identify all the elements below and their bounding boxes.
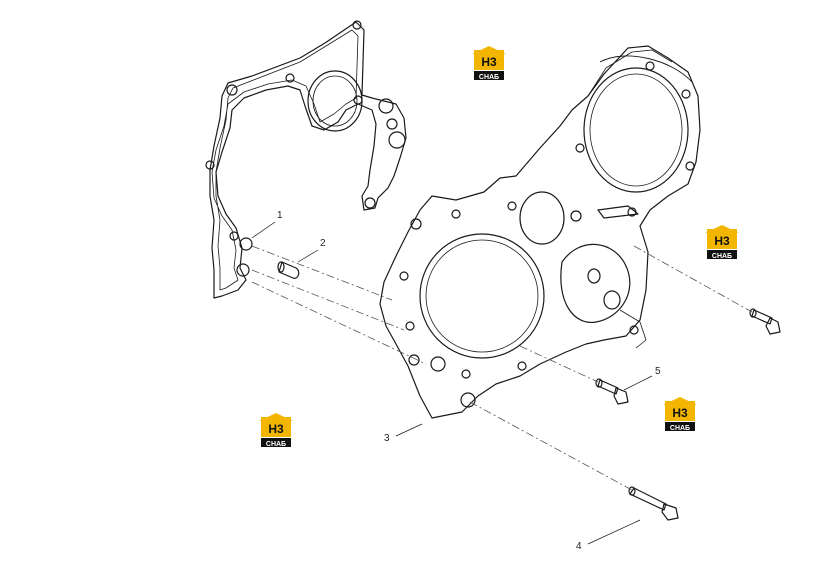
gasket-part-1 <box>205 20 407 299</box>
callout-3: 3 <box>384 433 390 444</box>
callout-2: 2 <box>320 238 326 249</box>
callout-5: 5 <box>655 366 661 377</box>
callout-4: 4 <box>576 541 582 552</box>
alignment-lines <box>251 245 753 491</box>
bolt-part-5 <box>595 378 629 405</box>
svg-text:CHAБ: CHAБ <box>479 74 499 81</box>
svg-text:H3: H3 <box>268 422 284 436</box>
timing-cover-part-3 <box>379 45 701 419</box>
svg-text:CHAБ: CHAБ <box>712 253 732 260</box>
dowel-pin-part-2 <box>277 261 300 279</box>
svg-text:CHAБ: CHAБ <box>670 425 690 432</box>
svg-text:CHAБ: CHAБ <box>266 441 286 448</box>
svg-text:H3: H3 <box>672 406 688 420</box>
svg-text:H3: H3 <box>714 234 730 248</box>
svg-text:H3: H3 <box>481 55 497 69</box>
callout-1: 1 <box>277 210 283 221</box>
bolt-part-4 <box>628 486 679 521</box>
leader-lines <box>251 221 653 545</box>
bolt-right <box>749 308 781 335</box>
